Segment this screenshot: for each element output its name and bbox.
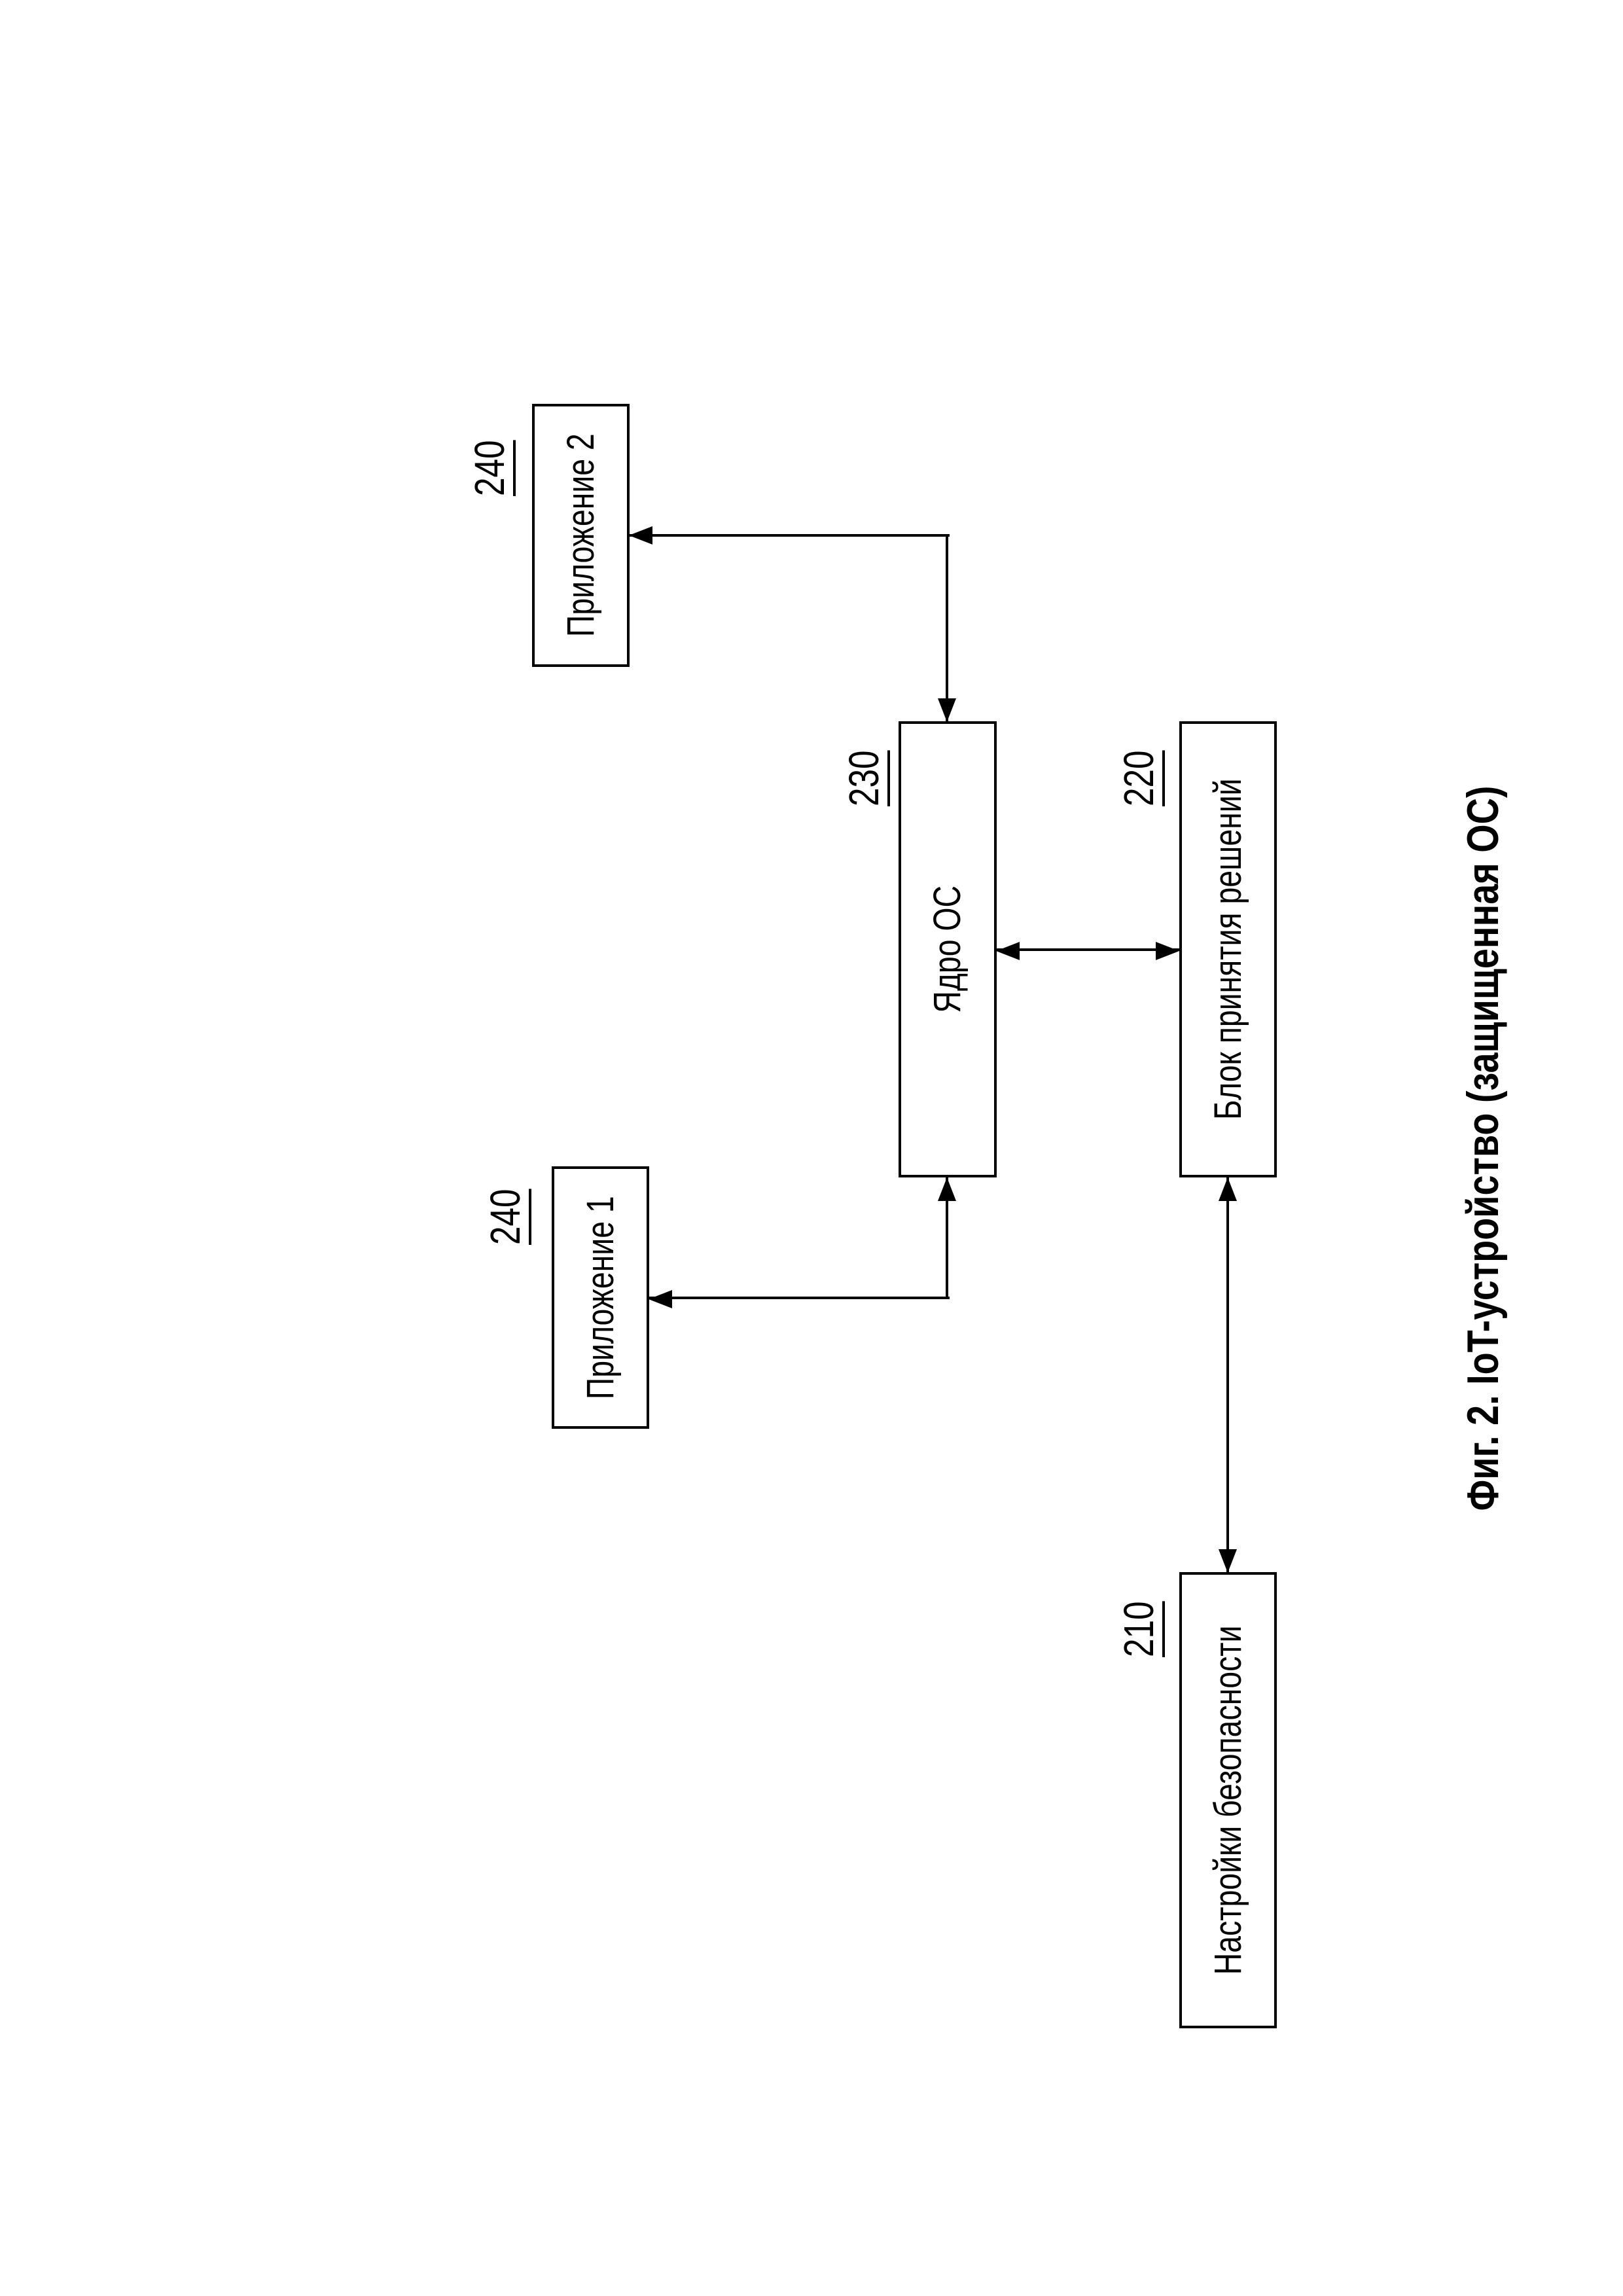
box-security-settings-label: Настройки безопасности [1206, 1625, 1249, 1975]
box-application-1: Приложение 1 [552, 1166, 649, 1429]
box-os-kernel-label: Ядро ОС [926, 886, 969, 1013]
box-os-kernel: Ядро ОС [899, 721, 997, 1177]
connector-kernel-app1-vertical [649, 1297, 950, 1299]
arrowhead-down-icon [1156, 942, 1179, 960]
arrowhead-right-icon [1219, 1177, 1237, 1201]
box-application-2: Приложение 2 [532, 404, 630, 667]
ref-label-230: 230 [840, 736, 890, 806]
ref-label-240-application-1: 240 [482, 1175, 531, 1245]
connector-kernel-decision [996, 948, 1180, 951]
arrowhead-left-icon [1219, 1549, 1237, 1573]
box-security-settings: Настройки безопасности [1179, 1572, 1277, 2028]
ref-label-240-application-2: 240 [466, 426, 516, 496]
connector-kernel-app2-vertical [629, 534, 950, 537]
box-decision-block-label: Блок принятия решений [1206, 778, 1249, 1121]
connector-decision-settings [1226, 1177, 1229, 1573]
arrowhead-up-icon [996, 942, 1020, 960]
box-decision-block: Блок принятия решений [1179, 721, 1277, 1177]
box-application-1-label: Приложение 1 [579, 1196, 622, 1399]
arrowhead-up-icon [629, 526, 652, 545]
ref-label-220: 220 [1115, 736, 1165, 806]
arrowhead-left-icon [938, 698, 956, 722]
arrowhead-right-icon [938, 1177, 956, 1201]
arrowhead-up-icon [649, 1290, 672, 1308]
figure-caption: Фиг. 2. IoT-устройство (защищенная ОС) [1458, 785, 1508, 1511]
connector-kernel-app2-horizontal [946, 534, 948, 722]
box-application-2-label: Приложение 2 [559, 433, 602, 637]
ref-label-210: 210 [1115, 1587, 1165, 1657]
